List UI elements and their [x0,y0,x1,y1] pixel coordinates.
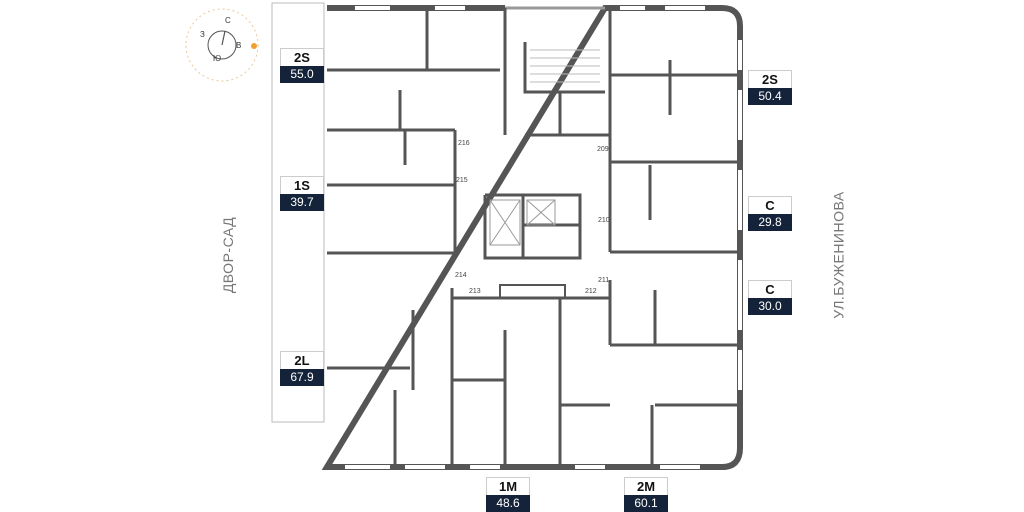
courtyard-label: ДВОР-САД [220,216,237,294]
windows [325,6,742,469]
unit-area: 29.8 [748,214,792,231]
unit-area: 39.7 [280,194,324,211]
unit-area: 48.6 [486,495,530,512]
balcony [271,2,325,423]
unit-type: C [748,196,792,214]
door-number: 216 [458,140,470,147]
door-number: 213 [469,288,481,295]
unit-area: 50.4 [748,88,792,105]
door-number: 210 [598,217,610,224]
unit-type: 1S [280,176,324,194]
door-number: 215 [456,177,468,184]
door-number: 211 [598,277,610,284]
unit-area: 55.0 [280,66,324,83]
unit-area: 30.0 [748,298,792,315]
compass-south: Ю [213,54,222,63]
stairs [530,49,600,83]
elevators [489,199,556,246]
walls [321,5,743,470]
sun-icon [251,43,257,49]
unit-area: 67.9 [280,369,324,386]
compass-north: С [225,16,231,25]
unit-type: C [748,280,792,298]
unit-type: 2S [748,70,792,88]
compass-icon [185,8,259,82]
door-number: 214 [455,272,467,279]
compass-west: З [200,30,205,39]
compass-east: В [236,41,242,50]
unit-type: 2L [280,351,324,369]
door-number: 212 [585,288,597,295]
unit-type: 2S [280,48,324,66]
door-number: 209 [597,146,609,153]
unit-type: 2M [624,477,668,495]
street-label: УЛ.БУЖЕНИНОВА [830,191,847,319]
unit-area: 60.1 [624,495,668,512]
unit-type: 1M [486,477,530,495]
